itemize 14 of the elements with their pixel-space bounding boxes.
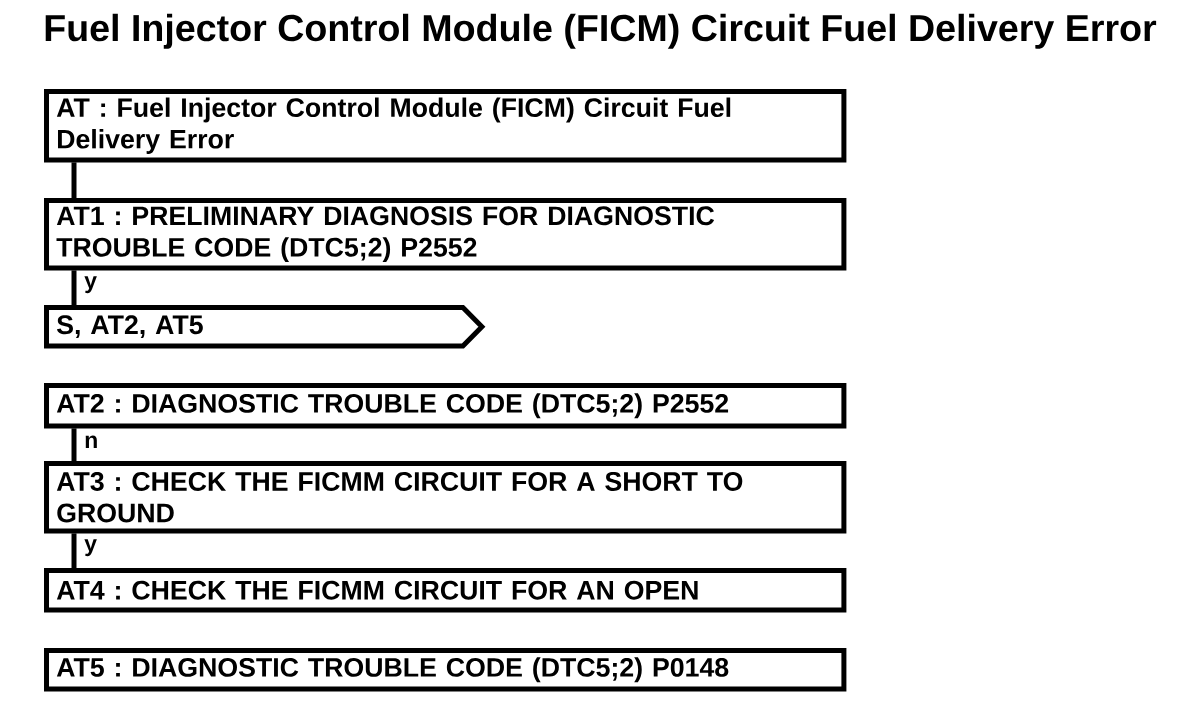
process-box: AT1 : PRELIMINARY DIAGNOSIS FOR DIAGNOSTIC TROUBLE CODE (DTC5;2) P2552 <box>44 198 847 271</box>
process-box: AT3 : CHECK THE FICMM CIRCUIT FOR A SHORT TO GROUND <box>44 461 847 534</box>
edge-label: y <box>83 538 98 558</box>
title: Fuel Injector Control Module (FICM) Circuit Fuel Delivery Error <box>45 13 1157 49</box>
edge-label: y <box>83 275 98 295</box>
connector-line <box>71 270 77 305</box>
process-box: AT4 : CHECK THE FICMM CIRCUIT FOR AN OPEN <box>44 568 847 613</box>
connector-line <box>71 162 77 198</box>
process-box: AT5 : DIAGNOSTIC TROUBLE CODE (DTC5;2) P0148 <box>44 648 847 692</box>
connector-line <box>71 428 77 461</box>
edge-label: n <box>83 434 100 449</box>
process-box: AT2 : DIAGNOSTIC TROUBLE CODE (DTC5;2) P2552 <box>44 383 847 429</box>
process-box: AT : Fuel Injector Control Module (FICM) Circuit Fuel Delivery Error <box>44 89 847 163</box>
connector-line <box>71 533 77 568</box>
